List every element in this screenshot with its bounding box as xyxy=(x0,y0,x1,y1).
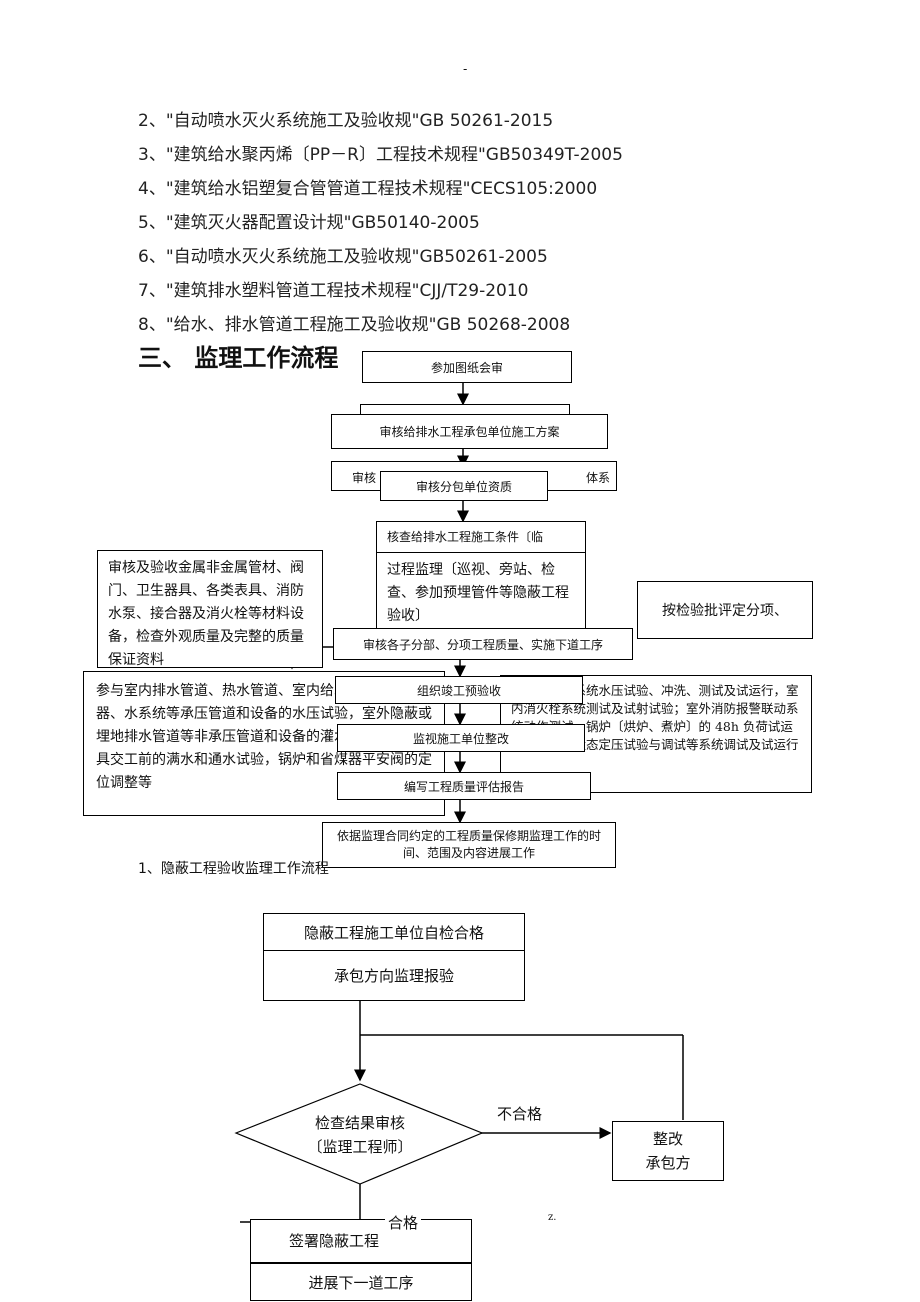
flow-step-subcontractor: 审核分包单位资质 xyxy=(380,471,548,501)
flow-step-label: 审核分包单位资质 xyxy=(415,479,512,494)
flow-step-quality-report: 编写工程质量评估报告 xyxy=(337,772,591,800)
materials-inspection-box: 审核及验收金属非金属管材、阀门、卫生器具、各类表具、消防水泵、接合器及消火栓等材… xyxy=(97,550,323,668)
box-text: 按检验批评定分项、 xyxy=(662,603,788,619)
flow-step-label: 监视施工单位整改 xyxy=(412,731,509,746)
decision-text: 〔监理工程师〕 xyxy=(307,1138,413,1156)
flow-step-label: 审核给排水工程承包单位施工方案 xyxy=(379,425,560,439)
header-mark: - xyxy=(463,62,468,76)
sign-box: 签署隐蔽工程 xyxy=(250,1219,472,1263)
fail-label: 不合格 xyxy=(497,1105,543,1123)
report-line: 承包方向监理报验 xyxy=(264,951,524,999)
process-supervision-box: 过程监理〔巡视、旁站、检查、参加预埋管件等隐蔽工程验收〕 xyxy=(376,552,586,632)
inspection-batch-box: 按检验批评定分项、 xyxy=(637,581,813,639)
box-text: 签署隐蔽工程 xyxy=(289,1232,380,1250)
flow-step-quality-review: 审核各子分部、分项工程质量、实施下道工序 xyxy=(333,628,633,660)
list-item: 6、"自动喷水灭火系统施工及验收规"GB50261-2005 xyxy=(138,247,548,267)
next-step-box: 进展下一道工序 xyxy=(250,1263,472,1301)
flow-step-rectification: 监视施工单位整改 xyxy=(337,724,585,752)
box-text: 审核及验收金属非金属管材、阀门、卫生器具、各类表具、消防水泵、接合器及消火栓等材… xyxy=(108,560,304,668)
self-check-line: 隐蔽工程施工单位自检合格 xyxy=(264,914,524,951)
section-title: 三、 监理工作流程 xyxy=(138,344,339,372)
subsection-title: 1、隐蔽工程验收监理工作流程 xyxy=(138,861,329,877)
list-item: 8、"给水、排水管道工程施工及验收规"GB 50268-2008 xyxy=(138,315,571,335)
flow-step-construction-plan: 审核给排水工程承包单位施工方案 xyxy=(331,414,608,449)
list-item: 2、"自动喷水灭火系统施工及验收规"GB 50261-2015 xyxy=(138,111,554,131)
flow-step-label: 依据监理合同约定的工程质量保修期监理工作的时间、范围及内容进展工作 xyxy=(336,829,601,860)
rectify-box: 整改 承包方 xyxy=(612,1121,724,1181)
decision-text: 检查结果审核 xyxy=(314,1114,405,1132)
self-check-box: 隐蔽工程施工单位自检合格 承包方向监理报验 xyxy=(263,913,525,1001)
box-text: 隐蔽工程施工单位自检合格 xyxy=(303,923,484,942)
box-text: 承包方向监理报验 xyxy=(333,966,454,985)
footer-mark: z. xyxy=(548,1212,557,1223)
flow-step-label: 组织竣工预验收 xyxy=(416,683,501,698)
flow-step-pre-acceptance: 组织竣工预验收 xyxy=(335,676,583,704)
pass-label: 合格 xyxy=(385,1212,422,1233)
list-item: 4、"建筑给水铝塑复合管管道工程技术规程"CECS105:2000 xyxy=(138,179,598,199)
list-item: 5、"建筑灭火器配置设计规"GB50140-2005 xyxy=(138,213,480,233)
flow-step-label: 编写工程质量评估报告 xyxy=(403,779,524,794)
flow-step-label: 审核各子分部、分项工程质量、实施下道工序 xyxy=(362,637,603,652)
decision-label: 检查结果审核 〔监理工程师〕 xyxy=(270,1108,450,1162)
box-text: 整改 xyxy=(652,1130,683,1148)
flow-step-drawing-review: 参加图纸会审 xyxy=(362,351,572,383)
flow-step-warranty: 依据监理合同约定的工程质量保修期监理工作的时间、范围及内容进展工作 xyxy=(322,822,616,868)
list-item: 3、"建筑给水聚丙烯〔PP－R〕工程技术规程"GB50349T-2005 xyxy=(138,145,623,165)
flow-step-label: 审核 xyxy=(352,471,377,485)
box-text: 进展下一道工序 xyxy=(308,1273,414,1292)
flow-step-label: 参加图纸会审 xyxy=(430,360,503,375)
box-text: 过程监理〔巡视、旁站、检查、参加预埋管件等隐蔽工程验收〕 xyxy=(387,562,569,624)
flow-step-label: 核查给排水工程施工条件〔临 xyxy=(387,530,544,544)
box-text: 承包方 xyxy=(645,1154,691,1172)
list-item: 7、"建筑排水塑料管道工程技术规程"CJJ/T29-2010 xyxy=(138,281,529,301)
flow-step-label: 体系 xyxy=(585,471,610,485)
